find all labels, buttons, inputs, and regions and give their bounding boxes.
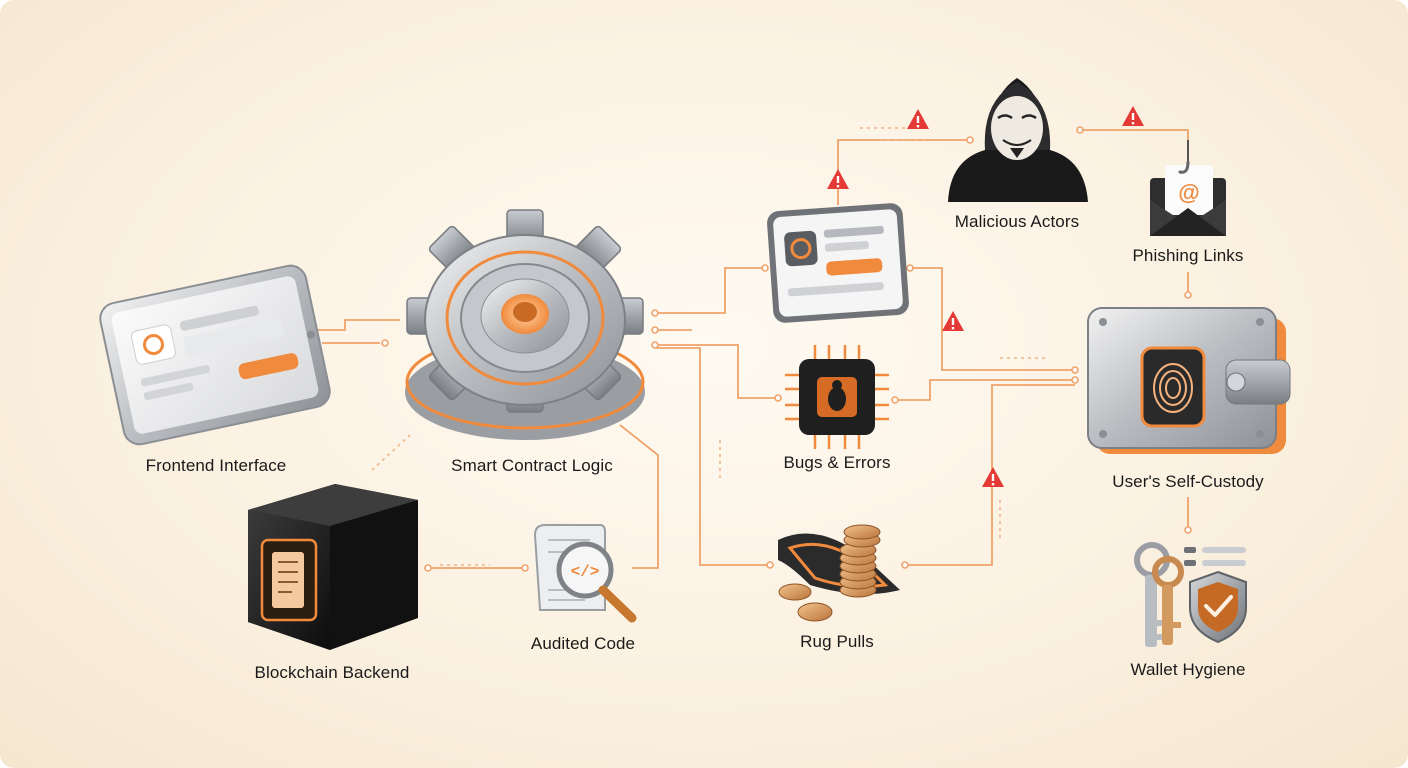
wire-backend-gear (371, 434, 411, 471)
warning-triangle-icon (827, 169, 849, 189)
warning-triangle-icon (982, 467, 1004, 487)
node-dot (906, 264, 914, 272)
label-blockchain-backend: Blockchain Backend (254, 663, 410, 682)
wire-gear-webpage (655, 267, 765, 314)
label-bugs-errors: Bugs & Errors (783, 453, 891, 472)
node-dot (891, 396, 899, 404)
envelope-hook-icon: @ (1150, 140, 1226, 236)
wire-gear-rug (655, 347, 770, 566)
keys-shield-icon (1134, 542, 1247, 647)
cube-icon (248, 484, 418, 650)
node-dot (774, 394, 782, 402)
node-dot (424, 564, 432, 572)
node-dot (761, 264, 769, 272)
tablet-icon (99, 264, 331, 446)
node-dot (901, 561, 909, 569)
hooded-hacker-icon (948, 78, 1088, 202)
label-self-custody: User's Self-Custody (1112, 472, 1264, 491)
svg-text:</>: </> (571, 563, 600, 581)
node-dot (381, 339, 389, 347)
label-phishing-links: Phishing Links (1132, 246, 1244, 265)
node-dot (1184, 526, 1192, 534)
svg-text:@: @ (1178, 180, 1199, 205)
wire-hacker-phishing (1080, 129, 1189, 150)
wire-bugs-wallet (895, 379, 1075, 401)
wire-gear-bugs (655, 344, 778, 399)
node-dot (651, 326, 659, 334)
warning-triangle-icon (1122, 106, 1144, 126)
label-wallet-hygiene: Wallet Hygiene (1130, 660, 1246, 679)
node-dot (1071, 366, 1079, 374)
node-dot (966, 136, 974, 144)
node-dot (651, 341, 659, 349)
wire-gear-audit (619, 424, 659, 569)
gear-icon (405, 209, 645, 440)
node-dot (651, 309, 659, 317)
node-dot (1076, 126, 1084, 134)
label-rug-pulls: Rug Pulls (800, 632, 874, 651)
label-malicious-actors: Malicious Actors (954, 212, 1080, 231)
wire-webpage-wallet (910, 267, 1075, 371)
code-scroll-magnifier-icon: </> (533, 524, 637, 623)
rug-coins-icon (778, 524, 900, 622)
node-dot (1184, 291, 1192, 299)
warning-triangle-icon (907, 109, 929, 129)
label-smart-contract-logic: Smart Contract Logic (451, 456, 613, 475)
fingerprint-wallet-icon (1087, 307, 1291, 454)
label-frontend-interface: Frontend Interface (145, 456, 287, 475)
fake-webpage-icon (767, 203, 909, 323)
warnings (827, 106, 1144, 487)
node-dot (1071, 376, 1079, 384)
label-audited-code: Audited Code (530, 634, 636, 653)
warning-triangle-icon (942, 311, 964, 331)
node-dot (766, 561, 774, 569)
bug-chip-icon (785, 345, 889, 449)
node-dot (521, 564, 529, 572)
